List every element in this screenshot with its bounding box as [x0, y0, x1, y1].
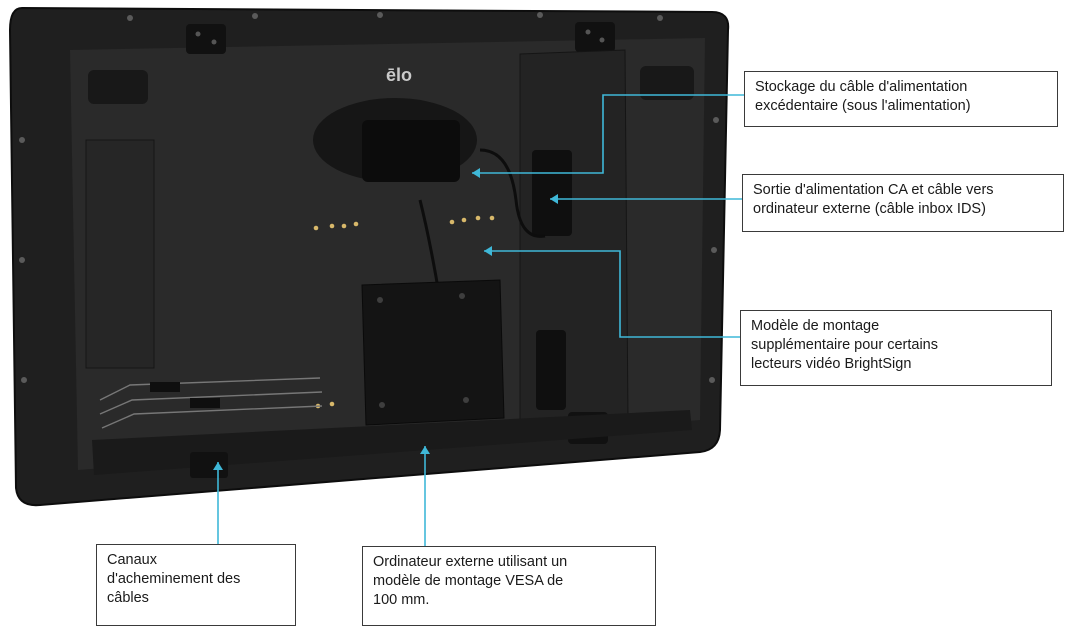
bottom-bracket-left [190, 452, 228, 478]
callout-line: lecteurs vidéo BrightSign [751, 356, 912, 372]
callout-line: modèle de montage VESA de [373, 573, 564, 589]
callout-power-cable-storage: Stockage du câble d'alimentation excéden… [744, 71, 1058, 127]
bottom-ledge [92, 410, 692, 475]
ac-output-port [532, 150, 572, 236]
lower-port [536, 330, 566, 410]
callout-brightsign-mount: Modèle de montage supplémentaire pour ce… [740, 310, 1052, 386]
callout-line: Ordinateur externe utilisant un [373, 554, 568, 570]
callout-ac-power-output: Sortie d'alimentation CA et câble vers o… [742, 174, 1064, 232]
edge-screws [19, 12, 719, 383]
left-side-panel [85, 139, 155, 369]
power-supply [362, 120, 460, 182]
callout-line: ordinateur externe (câble inbox IDS) [753, 201, 986, 217]
speaker-grille-right [640, 66, 694, 100]
callout-line: Canaux [107, 552, 157, 568]
cable-channels [99, 377, 323, 429]
brand-logo: ēlo [386, 65, 412, 85]
callout-line: d'acheminement des [107, 571, 241, 587]
callout-line: Modèle de montage [751, 318, 880, 334]
top-bracket-right [575, 22, 615, 52]
callout-vesa-computer: Ordinateur externe utilisant un modèle d… [362, 546, 656, 626]
leader-brightsign-mount [484, 250, 740, 338]
callout-line: excédentaire (sous l'alimentation) [755, 98, 971, 114]
callout-line: câbles [107, 590, 149, 606]
speaker-grille-left [88, 70, 148, 104]
callout-line: 100 mm. [373, 592, 430, 608]
callout-line: supplémentaire pour certains [751, 337, 938, 353]
vesa-computer-plate [361, 279, 505, 426]
leader-power-cable-storage [472, 94, 744, 174]
callout-cable-channels: Canaux d'acheminement des câbles [96, 544, 296, 626]
callout-line: Stockage du câble d'alimentation [755, 79, 968, 95]
top-bracket-left [186, 24, 226, 54]
leader-lines [217, 94, 744, 546]
callout-line: Sortie d'alimentation CA et câble vers [753, 182, 994, 198]
